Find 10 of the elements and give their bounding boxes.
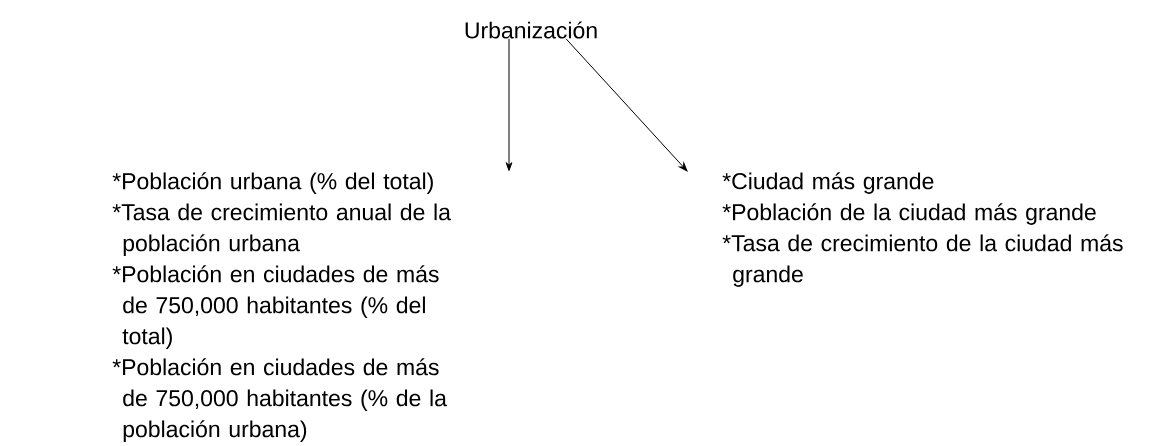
list-item: *Población en ciudades de más de 750,000 habitantes (% de la población urbana) xyxy=(112,358,447,442)
arrow xyxy=(565,38,688,172)
list-item: *Ciudad más grande xyxy=(722,172,934,194)
list-item: *Población en ciudades de más de 750,000 habitantes (% del total) xyxy=(112,265,439,349)
list-item: *Tasa de crecimiento de la ciudad más grande xyxy=(722,234,1123,287)
arrow xyxy=(505,38,513,172)
list-item: *Población de la ciudad más grande xyxy=(722,203,1096,225)
heading-text: Urbanización xyxy=(465,21,597,39)
list-item: *Población urbana (% del total) xyxy=(112,172,433,194)
list-item: *Tasa de crecimiento anual de la población urbana xyxy=(112,203,451,256)
